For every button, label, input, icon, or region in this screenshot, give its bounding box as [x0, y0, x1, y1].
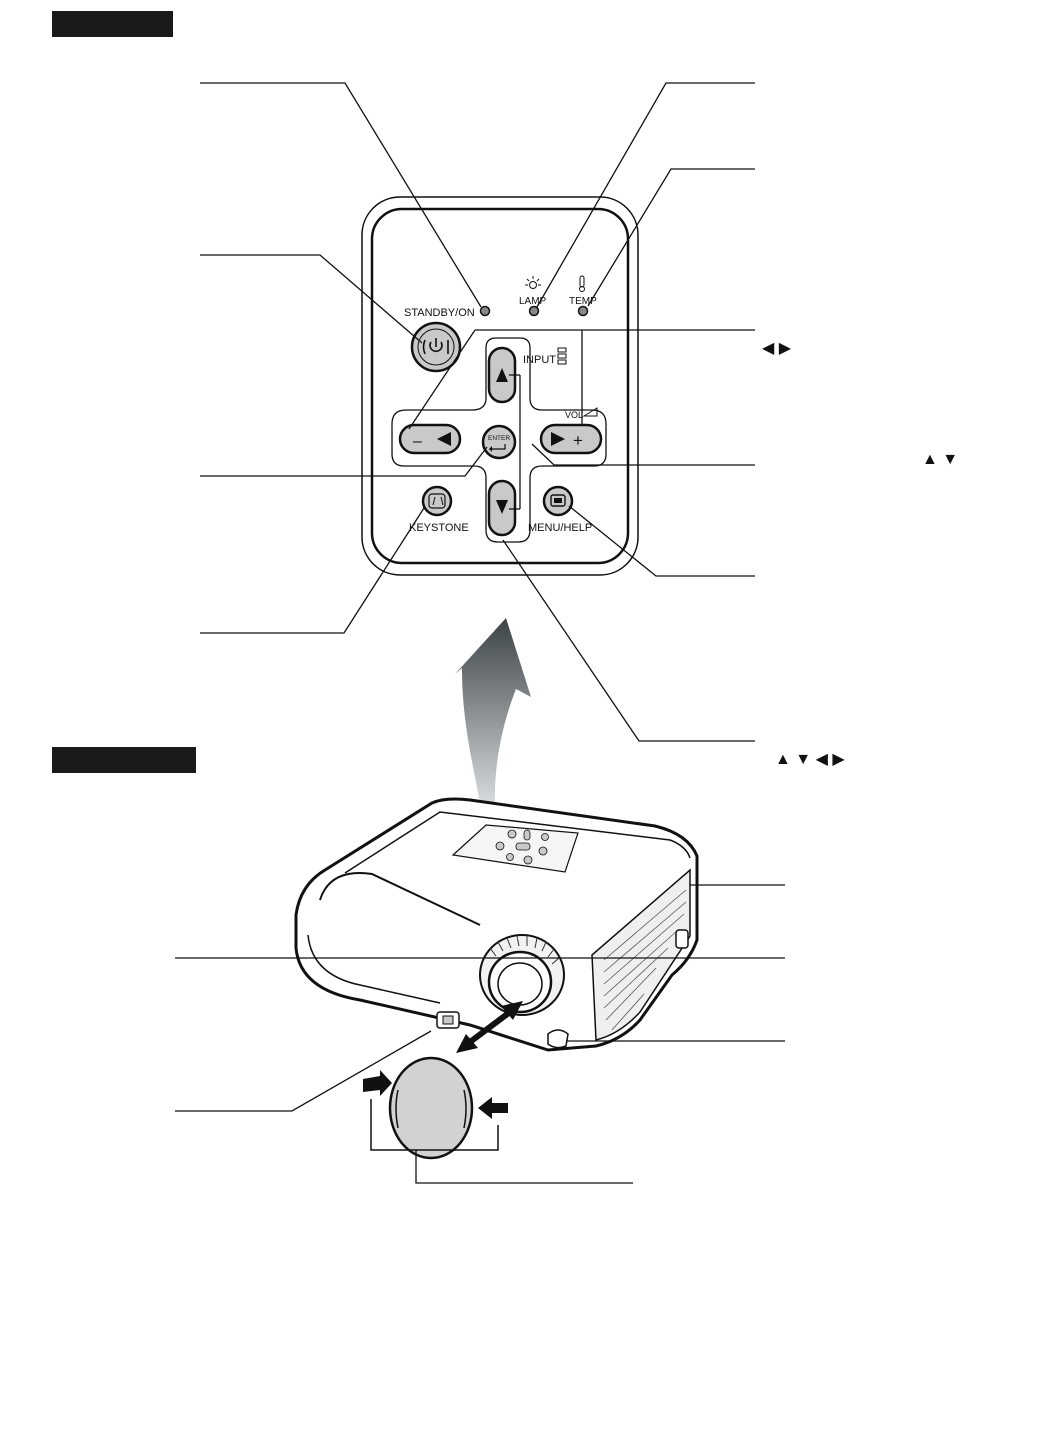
- projector: [294, 797, 699, 1052]
- squeeze-arrow-right: [478, 1097, 508, 1119]
- callout-up-down-arrows: ▲ ▼: [922, 451, 958, 468]
- temp-indicator: [577, 305, 589, 317]
- menu-help-label: MENU/HELP: [528, 522, 592, 534]
- vol-label: VOL: [565, 410, 583, 420]
- volume-ramp-icon: [582, 407, 598, 417]
- left-volume-down-button[interactable]: –: [398, 423, 462, 455]
- up-input-button[interactable]: [487, 346, 517, 404]
- minus-symbol: –: [413, 433, 422, 450]
- temp-label: TEMP: [569, 296, 597, 307]
- lens-cap: [388, 1056, 474, 1160]
- keystone-label: KEYSTONE: [409, 522, 469, 534]
- curved-up-arrow: [455, 618, 531, 803]
- control-panel: STANDBY/ON LAMP TEMP: [361, 196, 639, 576]
- menu-icon: [550, 494, 566, 507]
- enter-button[interactable]: ENTER: [481, 424, 517, 460]
- input-label: INPUT: [523, 354, 556, 366]
- leader-lines-top: [200, 82, 755, 742]
- standby-on-button[interactable]: [410, 321, 462, 373]
- down-button[interactable]: [487, 479, 517, 537]
- callout-left-right-arrows: ◀ ▶: [762, 340, 792, 357]
- lamp-bulb-icon: [525, 276, 541, 289]
- keystone-button[interactable]: [421, 485, 453, 517]
- menu-help-button[interactable]: [542, 485, 574, 517]
- leader-lines-bottom: [175, 884, 785, 1184]
- cap-attach-arrow: [456, 1001, 523, 1053]
- standby-indicator: [479, 305, 491, 317]
- section-tab-top: [52, 11, 173, 37]
- input-icon: [557, 347, 567, 365]
- lamp-indicator: [528, 305, 540, 317]
- power-icon: [422, 338, 449, 355]
- thermometer-icon: [579, 275, 585, 292]
- enter-return-icon: [492, 444, 506, 450]
- callout-four-arrows: ▲ ▼ ◀ ▶: [775, 751, 845, 768]
- keystone-icon: [428, 493, 446, 509]
- cross-pad-outline: [391, 337, 607, 543]
- plus-symbol: +: [573, 431, 583, 450]
- lamp-label: LAMP: [519, 296, 547, 307]
- squeeze-arrow-left: [363, 1070, 392, 1096]
- cap-bracket: [370, 1099, 499, 1151]
- standby-label: STANDBY/ON: [404, 307, 475, 319]
- section-tab-bottom: [52, 747, 196, 773]
- enter-label: ENTER: [488, 435, 510, 442]
- right-volume-up-button[interactable]: +: [539, 423, 603, 455]
